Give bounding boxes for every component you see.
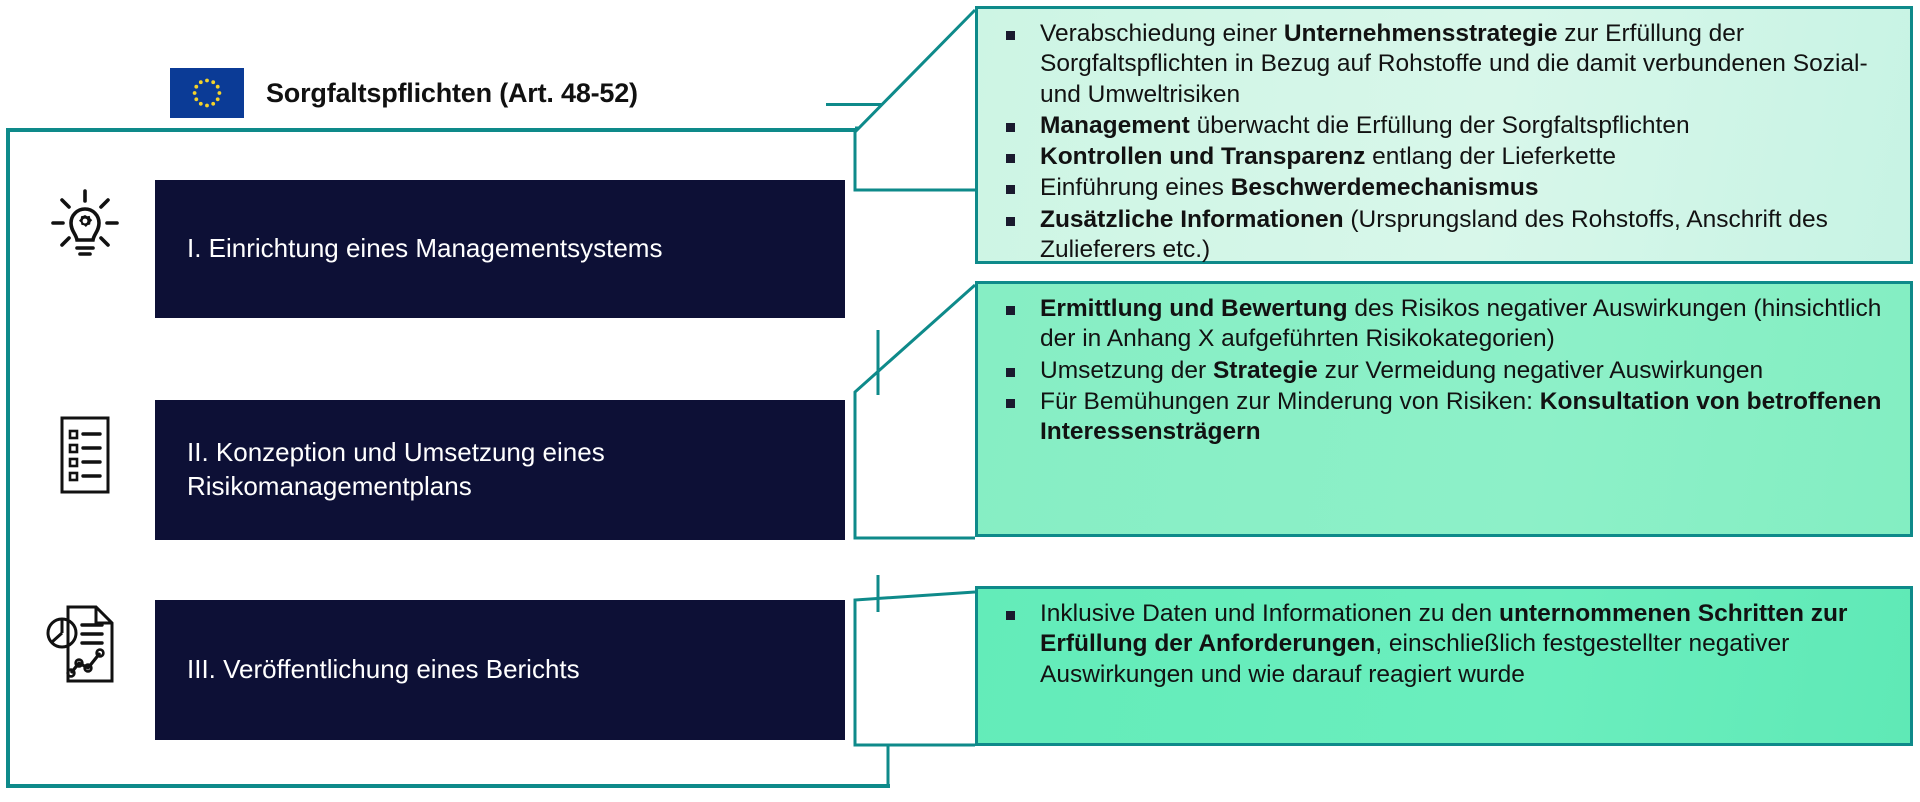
bullet-item: Inklusive Daten und Informationen zu den… <box>992 599 1892 690</box>
callout-3: Inklusive Daten und Informationen zu den… <box>975 586 1913 746</box>
title-connector-line <box>826 103 891 106</box>
checklist-icon <box>42 412 128 498</box>
lightbulb-gear-icon <box>42 180 128 266</box>
bullet-item: Verabschiedung einer Unternehmensstrateg… <box>992 19 1892 110</box>
bullet-item: Management überwacht die Erfüllung der S… <box>992 111 1892 141</box>
bullet-item: Kontrollen und Transparenz entlang der L… <box>992 142 1892 172</box>
bullet-item: Einführung eines Beschwerdemechanismus <box>992 173 1892 203</box>
callout-2-list: Ermittlung und Bewertung des Risikos neg… <box>992 294 1892 447</box>
callout-3-list: Inklusive Daten und Informationen zu den… <box>992 599 1892 690</box>
report-chart-icon <box>38 600 124 686</box>
callout-2: Ermittlung und Bewertung des Risikos neg… <box>975 281 1913 537</box>
step-box-3[interactable]: III. Veröffentlichung eines Berichts <box>155 600 845 740</box>
bullet-item: Ermittlung und Bewertung des Risikos neg… <box>992 294 1892 355</box>
step-label-2: II. Konzeption und Umsetzung eines Risik… <box>187 437 605 501</box>
diagram-title-row: Sorgfaltspflichten (Art. 48-52) <box>170 68 638 118</box>
eu-flag-icon <box>170 68 244 118</box>
step-label-1: I. Einrichtung eines Managementsystems <box>187 233 663 264</box>
step-box-2[interactable]: II. Konzeption und Umsetzung eines Risik… <box>155 400 845 540</box>
bullet-item: Umsetzung der Strategie zur Vermeidung n… <box>992 356 1892 386</box>
callout-1: Verabschiedung einer Unternehmensstrateg… <box>975 6 1913 264</box>
callout-1-list: Verabschiedung einer Unternehmensstrateg… <box>992 19 1892 265</box>
bullet-item: Für Bemühungen zur Minderung von Risiken… <box>992 387 1892 448</box>
bullet-item: Zusätzliche Informationen (Ursprungsland… <box>992 205 1892 266</box>
step-box-1[interactable]: I. Einrichtung eines Managementsystems <box>155 180 845 318</box>
teal-bracket <box>6 128 890 788</box>
page-title: Sorgfaltspflichten (Art. 48-52) <box>266 77 638 108</box>
step-label-3: III. Veröffentlichung eines Berichts <box>187 654 580 685</box>
